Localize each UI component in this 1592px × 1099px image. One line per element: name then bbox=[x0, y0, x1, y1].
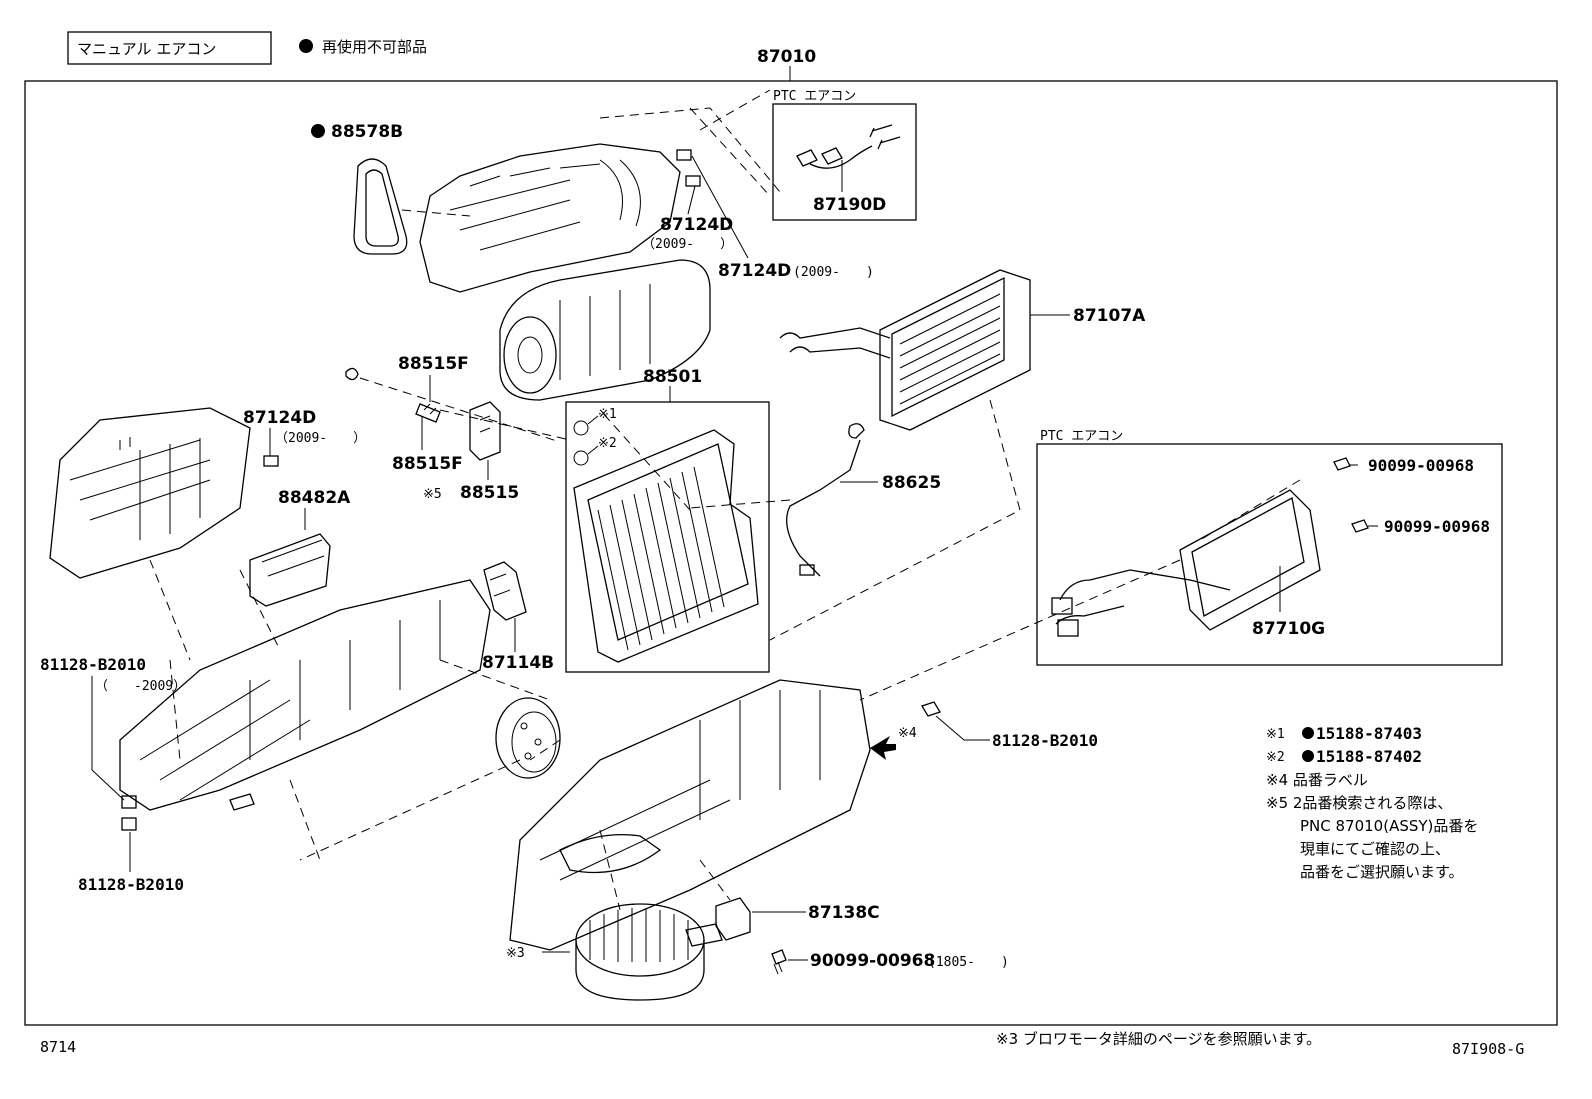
part-90099-bottom-label: 90099-00968 bbox=[810, 951, 935, 971]
note-5-line-3: 現車にてご確認の上、 bbox=[1300, 840, 1450, 858]
title-text: マニュアル エアコン bbox=[77, 40, 216, 58]
figure-id: 87I908-G bbox=[1452, 1040, 1524, 1058]
part-88625-label: 88625 bbox=[882, 473, 941, 493]
part-81128-left-bot-label: 81128-B2010 bbox=[78, 875, 184, 894]
note-2-mark: ※2 bbox=[1266, 750, 1285, 765]
ptc-upper-title: PTC エアコン bbox=[773, 89, 856, 104]
ref-5-mark: ※5 bbox=[423, 487, 442, 502]
part-88515F-bot-label: 88515F bbox=[392, 454, 463, 474]
ptc-lower-box: PTC エアコン 90099-00968 90099-00968 87710G bbox=[859, 429, 1503, 701]
footer-note: ※3 ブロワモータ詳細のページを参照願います。 bbox=[996, 1030, 1321, 1048]
part-81128-right-label: 81128-B2010 bbox=[992, 731, 1098, 750]
part-87124D-a-date: （2009- ） bbox=[642, 237, 733, 252]
assembly-frame: 87010 bbox=[24, 47, 1558, 1026]
part-87114B-label: 87114B bbox=[482, 653, 554, 673]
ref-4-mark: ※4 bbox=[898, 726, 917, 741]
part-88515F-top-label: 88515F bbox=[398, 354, 469, 374]
expansion-valve-88515: 88515F 88515F ※5 88515 bbox=[345, 354, 571, 503]
resistor-87138C: 87138C 90099-00968 (1805- ) bbox=[699, 859, 1009, 975]
non-reusable-dot-icon bbox=[311, 124, 325, 138]
part-87138C-label: 87138C bbox=[808, 903, 880, 923]
part-88501-label: 88501 bbox=[643, 367, 702, 387]
ptc-upper-box: PTC エアコン 87190D bbox=[772, 89, 917, 221]
damper-88482A: 88482A bbox=[249, 488, 351, 607]
part-88482A-label: 88482A bbox=[278, 488, 351, 508]
part-90099-bottom-date: (1805- ) bbox=[928, 955, 1009, 970]
ref-2-mark: ※2 bbox=[598, 436, 617, 451]
ptc-screw-2-label: 90099-00968 bbox=[1384, 517, 1490, 536]
part-81128-left-top-date: （ -2009） bbox=[95, 679, 186, 694]
note-5-line-2: PNC 87010(ASSY)品番を bbox=[1300, 817, 1478, 835]
blower-case-part bbox=[499, 259, 711, 401]
assembly-number: 87010 bbox=[757, 47, 816, 67]
label-ref4: ※4 81128-B2010 bbox=[870, 701, 1098, 760]
part-87710G-label: 87710G bbox=[1252, 619, 1325, 639]
part-88515-label: 88515 bbox=[460, 483, 519, 503]
title-box bbox=[67, 31, 272, 65]
page-code: 8714 bbox=[40, 1038, 76, 1056]
gasket-88578B: 88578B bbox=[311, 122, 471, 255]
part-88578B-label: 88578B bbox=[331, 122, 403, 142]
part-87107A-label: 87107A bbox=[1073, 306, 1146, 326]
note-1-part: 15188-87403 bbox=[1316, 724, 1422, 743]
note-1-mark: ※1 bbox=[1266, 727, 1285, 742]
heater-core-87107A: 87107A bbox=[779, 269, 1146, 431]
lower-right-case-part bbox=[289, 659, 871, 951]
filter-disc-part bbox=[495, 697, 561, 779]
notes-block: ※1 15188-87403 ※2 15188-87402 ※4 品番ラベル ※… bbox=[1266, 724, 1478, 881]
part-87124D-a-label: 87124D bbox=[660, 215, 733, 235]
ptc-lower-title: PTC エアコン bbox=[1040, 429, 1123, 444]
footer: 8714 ※3 ブロワモータ詳細のページを参照願います。 87I908-G bbox=[40, 1030, 1524, 1058]
header: マニュアル エアコン 再使用不可部品 bbox=[67, 31, 427, 65]
note-5-line-1: ※5 2品番検索される際は、 bbox=[1266, 794, 1452, 812]
part-87124D-c-label: 87124D bbox=[243, 408, 316, 428]
evaporator-88501: 88501 ※1 ※2 bbox=[565, 367, 770, 673]
part-87190D-label: 87190D bbox=[813, 195, 886, 215]
part-87124D-c-date: （2009- ） bbox=[275, 431, 366, 446]
clips-87124D-upper: 87124D （2009- ） 87124D (2009- ) bbox=[642, 149, 874, 281]
assembly-border bbox=[24, 80, 1558, 1026]
part-81128-left-top-label: 81128-B2010 bbox=[40, 655, 146, 674]
legend-text: 再使用不可部品 bbox=[322, 38, 427, 56]
ref-1-mark: ※1 bbox=[598, 407, 617, 422]
part-87124D-b-date: (2009- ) bbox=[793, 265, 874, 280]
note-2-part: 15188-87402 bbox=[1316, 747, 1422, 766]
lower-left-case-part bbox=[119, 579, 491, 811]
ref-3-mark: ※3 bbox=[506, 946, 525, 961]
ptc-screw-1-label: 90099-00968 bbox=[1368, 456, 1474, 475]
blower-motor-part: ※3 bbox=[506, 829, 723, 1001]
left-case-part: 87124D （2009- ） bbox=[49, 407, 366, 579]
part-87124D-b-label: 87124D bbox=[718, 261, 791, 281]
actuator-87114B: 87114B bbox=[482, 561, 554, 673]
sensor-88625: 88625 bbox=[689, 423, 941, 577]
clips-81128-left: 81128-B2010 （ -2009） 81128-B2010 bbox=[40, 655, 186, 894]
note-4: ※4 品番ラベル bbox=[1266, 771, 1368, 789]
note-5-line-4: 品番をご選択願います。 bbox=[1300, 863, 1464, 881]
upper-case-part bbox=[419, 143, 681, 293]
non-reusable-dot-icon bbox=[299, 39, 313, 53]
